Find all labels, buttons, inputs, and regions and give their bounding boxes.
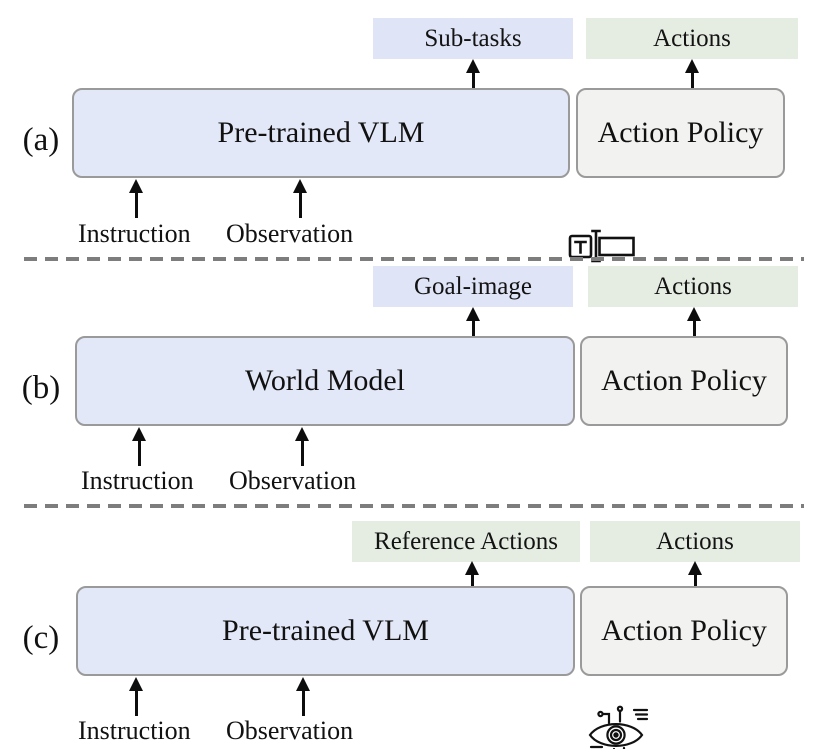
dashed-divider [24, 504, 804, 508]
panel-letter: (b) [21, 370, 61, 406]
output-label-box: Reference Actions [352, 521, 580, 562]
input-label-instruction: Instruction [78, 219, 191, 248]
action-policy-box: Action Policy [576, 88, 785, 178]
input-arrow-observation [292, 179, 308, 218]
action-policy-box: Action Policy [580, 336, 788, 426]
panel-letter: (c) [22, 620, 60, 656]
input-arrow-instruction [131, 427, 147, 466]
action-policy-box: Action Policy [580, 586, 788, 676]
action-policy-title: Action Policy [601, 364, 767, 397]
input-label-observation: Observation [226, 716, 354, 745]
input-label-instruction: Instruction [81, 466, 194, 495]
output-arrow [464, 561, 480, 586]
main-module-title: World Model [244, 364, 406, 397]
main-module-title: Pre-trained VLM [222, 614, 429, 647]
input-arrow-instruction [128, 179, 144, 218]
actions-label-box: Actions [588, 266, 798, 307]
main-module-title: Pre-trained VLM [217, 116, 425, 149]
action-policy-title: Action Policy [597, 116, 764, 149]
actions-arrow [687, 561, 703, 586]
input-label-observation: Observation [229, 466, 357, 495]
output-arrow [465, 59, 481, 88]
output-arrow [465, 307, 481, 336]
actions-arrow [684, 59, 700, 88]
input-label-observation: Observation [226, 219, 354, 248]
input-arrow-observation [295, 677, 311, 716]
main-module-box: World Model [75, 336, 649, 749]
panel-letter: (a) [22, 122, 60, 158]
actions-arrow [686, 307, 702, 336]
dashed-divider [24, 257, 804, 261]
main-module-box: Pre-trained VLM [72, 88, 635, 263]
output-label-box: Goal-image [373, 266, 573, 307]
input-arrow-instruction [128, 677, 144, 716]
input-arrow-observation [294, 427, 310, 466]
main-module-box: Pre-trained VLM [76, 586, 575, 676]
output-label-box: Sub-tasks [373, 18, 573, 59]
action-policy-title: Action Policy [601, 614, 767, 647]
actions-label-box: Actions [590, 521, 800, 562]
eye-circuit-icon [587, 704, 651, 749]
actions-label-box: Actions [586, 18, 798, 59]
input-label-instruction: Instruction [78, 716, 191, 745]
